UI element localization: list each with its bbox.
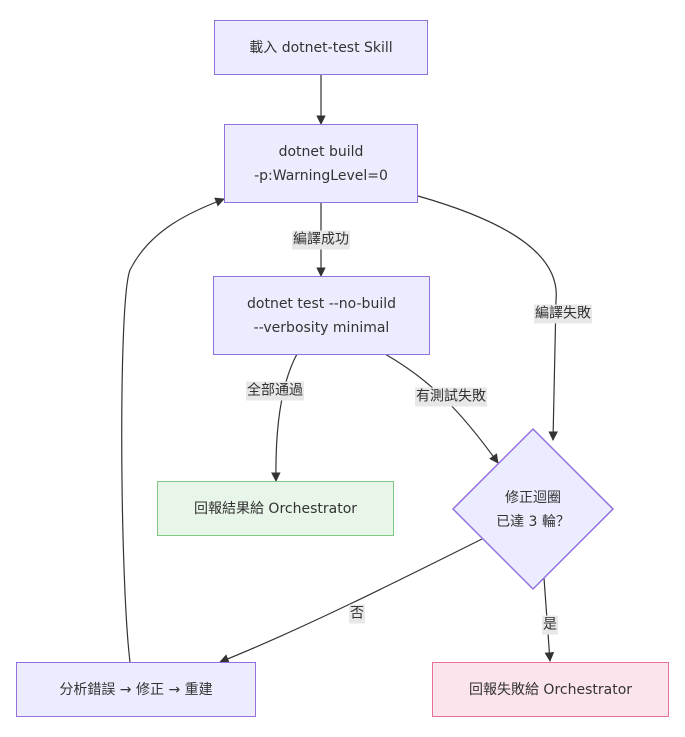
node-fix-label: 分析錯誤 → 修正 → 重建 (59, 681, 213, 698)
edge-test-to-report-ok (271, 353, 298, 482)
node-dotnet-test: dotnet test --no-build --verbosity minim… (213, 276, 430, 355)
edge-label-build-fail: 編譯失敗 (534, 304, 592, 324)
edge-label-yes: 是 (542, 615, 558, 635)
edge-label-test-fail: 有測試失敗 (415, 387, 487, 407)
node-dotnet-build: dotnet build -p:WarningLevel=0 (224, 124, 418, 203)
edge-build-to-loop-check (417, 195, 558, 441)
edge-label-all-pass: 全部通過 (246, 381, 304, 401)
node-loop-check-label: 修正迴圈 已達 3 輪？ (496, 490, 570, 530)
node-report-ok-label: 回報結果給 Orchestrator (193, 500, 358, 517)
edge-test-to-loop-check (384, 353, 499, 464)
node-load-skill: 載入 dotnet-test Skill (214, 20, 428, 75)
edge-label-build-success: 編譯成功 (292, 230, 350, 250)
node-dotnet-build-label: dotnet build -p:WarningLevel=0 (254, 143, 388, 184)
node-report-fail-label: 回報失敗給 Orchestrator (468, 681, 633, 698)
node-dotnet-test-label: dotnet test --no-build --verbosity minim… (247, 295, 396, 336)
edge-loop-check-to-fix (219, 538, 483, 664)
node-report-fail: 回報失敗給 Orchestrator (432, 662, 669, 717)
edge-fix-to-build (121, 197, 225, 663)
node-load-skill-label: 載入 dotnet-test Skill (249, 39, 393, 56)
edge-label-no: 否 (349, 604, 365, 624)
node-fix: 分析錯誤 → 修正 → 重建 (16, 662, 256, 717)
node-report-ok: 回報結果給 Orchestrator (157, 481, 394, 536)
loop-check-diamond (451, 427, 615, 591)
